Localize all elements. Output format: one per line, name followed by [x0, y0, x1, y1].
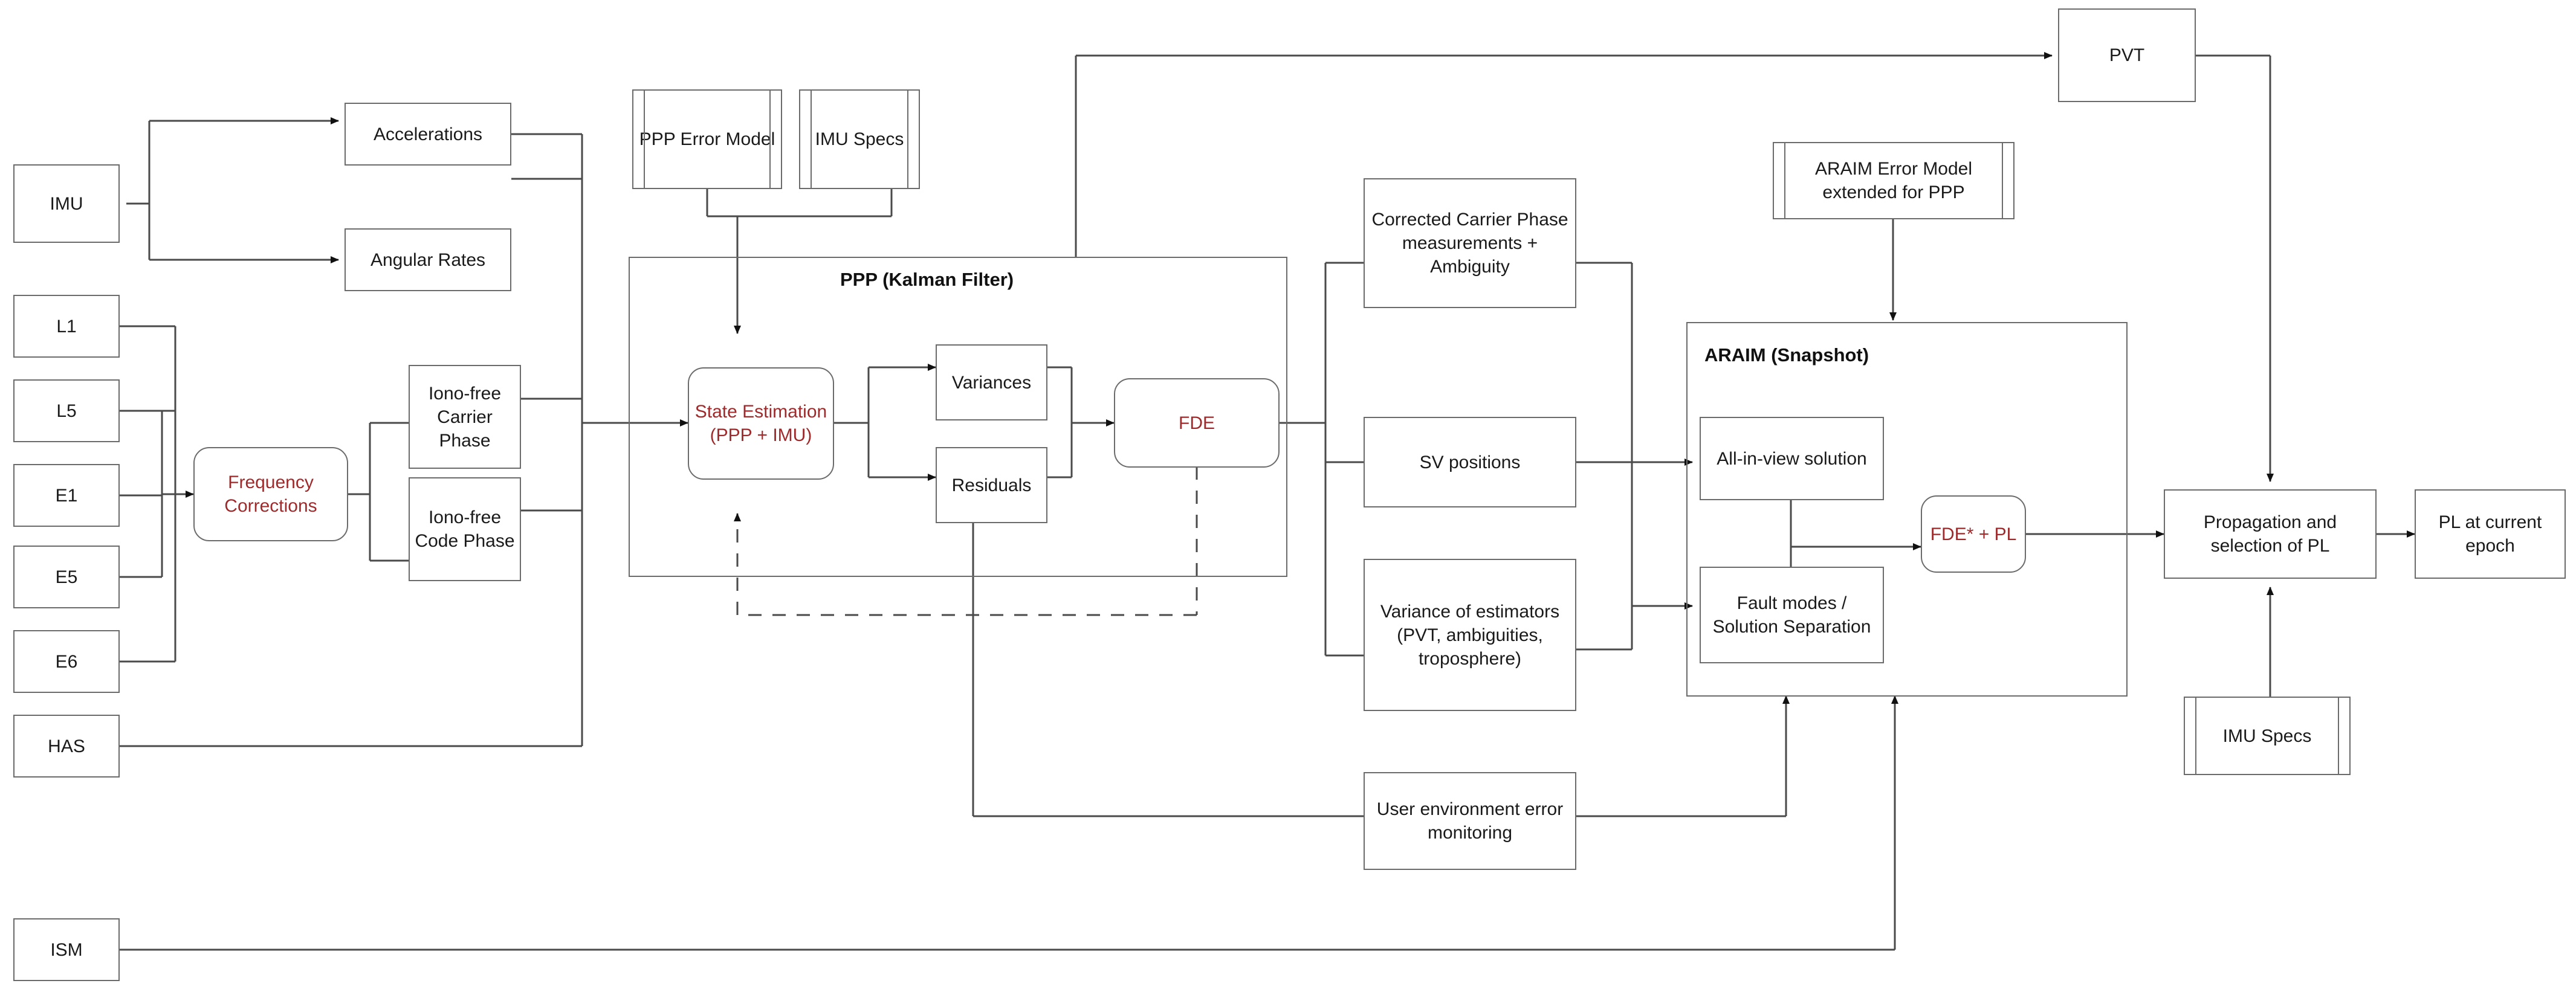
accelerations-label: Accelerations [373, 124, 483, 144]
ppp-error-model-label: PPP Error Model [639, 129, 775, 149]
iono-free-carrier-phase-box[interactable]: Iono-free Carrier Phase [409, 365, 521, 469]
ppp-kalman-filter-group [629, 257, 1287, 577]
iono-free-code-phase-label: Iono-free Code Phase [415, 507, 515, 551]
ppp-kalman-filter-title: PPP (Kalman Filter) [840, 269, 1014, 290]
residuals-box[interactable]: Residuals [936, 447, 1047, 523]
input-l1[interactable]: L1 [13, 295, 120, 358]
pl-at-current-epoch-box[interactable]: PL at current epoch [2415, 489, 2566, 579]
angular-rates-label: Angular Rates [370, 250, 486, 270]
sv-positions-label: SV positions [1419, 452, 1521, 472]
iono-free-carrier-phase-label: Iono-free Carrier Phase [428, 383, 502, 451]
residuals-label: Residuals [951, 475, 1032, 495]
propagation-selection-pl-label: Propagation and selection of PL [2203, 512, 2337, 556]
state-estimation-label: State Estimation (PPP + IMU) [694, 402, 827, 445]
frequency-corrections-box[interactable]: Frequency Corrections [193, 447, 348, 541]
all-in-view-solution-box[interactable]: All-in-view solution [1700, 417, 1884, 500]
pvt-label: PVT [2109, 45, 2145, 65]
input-l5-label: L5 [56, 401, 77, 421]
iono-free-code-phase-box[interactable]: Iono-free Code Phase [409, 477, 521, 581]
input-imu[interactable]: IMU [13, 164, 120, 243]
sv-positions-box[interactable]: SV positions [1364, 417, 1576, 507]
input-has-label: HAS [48, 736, 85, 756]
fde-box[interactable]: FDE [1114, 378, 1280, 468]
user-environment-error-monitoring-box[interactable]: User environment error monitoring [1364, 772, 1576, 870]
input-e5-label: E5 [55, 567, 78, 587]
ppp-error-model-box[interactable]: PPP Error Model [632, 89, 782, 189]
angular-rates-box[interactable]: Angular Rates [345, 228, 511, 291]
araim-error-model-label: ARAIM Error Model extended for PPP [1814, 159, 1973, 202]
input-e6[interactable]: E6 [13, 630, 120, 693]
fault-modes-solution-separation-label: Fault modes / Solution Separation [1712, 593, 1871, 637]
user-environment-error-monitoring-label: User environment error monitoring [1376, 799, 1564, 843]
araim-snapshot-title: ARAIM (Snapshot) [1704, 344, 1869, 365]
fde-star-pl-box[interactable]: FDE* + PL [1921, 495, 2026, 573]
fault-modes-solution-separation-box[interactable]: Fault modes / Solution Separation [1700, 567, 1884, 663]
variances-box[interactable]: Variances [936, 344, 1047, 420]
variance-of-estimators-box[interactable]: Variance of estimators (PVT, ambiguities… [1364, 559, 1576, 711]
input-e5[interactable]: E5 [13, 546, 120, 608]
corrected-carrier-phase-box[interactable]: Corrected Carrier Phase measurements + A… [1364, 178, 1576, 308]
pvt-box[interactable]: PVT [2058, 8, 2196, 102]
input-e1-label: E1 [55, 485, 78, 506]
accelerations-box[interactable]: Accelerations [345, 103, 511, 166]
imu-specs-top-box[interactable]: IMU Specs [799, 89, 920, 189]
araim-error-model-box[interactable]: ARAIM Error Model extended for PPP [1773, 142, 2015, 219]
imu-specs-bottom-label: IMU Specs [2222, 726, 2312, 746]
input-imu-label: IMU [50, 193, 83, 214]
frequency-corrections-label: Frequency Corrections [224, 472, 317, 516]
state-estimation-box[interactable]: State Estimation (PPP + IMU) [688, 367, 834, 480]
corrected-carrier-phase-label: Corrected Carrier Phase measurements + A… [1371, 210, 1568, 277]
fde-label: FDE [1179, 413, 1215, 433]
pl-at-current-epoch-label: PL at current epoch [2438, 512, 2542, 556]
input-e1[interactable]: E1 [13, 464, 120, 527]
imu-specs-top-label: IMU Specs [815, 129, 904, 149]
variances-label: Variances [951, 372, 1032, 393]
araim-snapshot-group [1686, 322, 2128, 697]
input-ism-label: ISM [50, 939, 83, 960]
input-l5[interactable]: L5 [13, 379, 120, 442]
input-has[interactable]: HAS [13, 715, 120, 778]
input-l1-label: L1 [56, 316, 77, 336]
imu-specs-bottom-box[interactable]: IMU Specs [2184, 697, 2351, 775]
input-e6-label: E6 [55, 651, 78, 672]
variance-of-estimators-label: Variance of estimators (PVT, ambiguities… [1380, 601, 1560, 669]
all-in-view-solution-label: All-in-view solution [1717, 448, 1867, 469]
propagation-selection-pl-box[interactable]: Propagation and selection of PL [2164, 489, 2377, 579]
input-ism[interactable]: ISM [13, 918, 120, 981]
fde-star-pl-label: FDE* + PL [1930, 524, 2017, 544]
